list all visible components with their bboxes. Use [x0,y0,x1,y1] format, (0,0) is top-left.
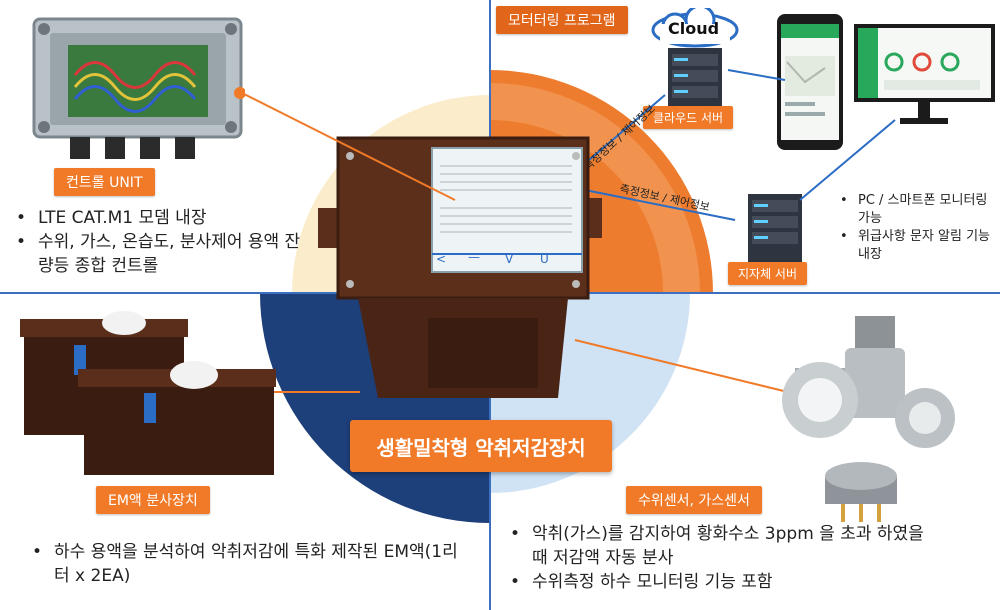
device-arrow-up: U [540,252,549,266]
sensors-bullets: •악취(가스)를 감지하여 황화수소 3ppm 을 초과 하였을 때 저감액 자… [508,522,928,594]
control-unit-bullets: •LTE CAT.M1 모뎀 내장 •수위, 가스, 온습도, 분사제어 용액 … [14,206,314,278]
em-device-bullets: •하수 용액을 분석하여 악취저감에 특화 제작된 EM액(1리터 x 2EA) [30,540,470,588]
monitor-icon [854,24,995,124]
bullet-icon: • [32,542,43,562]
em-device-tag: EM액 분사장치 [96,486,210,514]
sensors-bullet-1: •악취(가스)를 감지하여 황화수소 3ppm 을 초과 하였을 때 저감액 자… [510,524,924,568]
control-unit-image [32,17,245,159]
server-icon [748,194,802,262]
device-arrow-down: V [505,252,514,266]
smartphone-icon [777,14,843,150]
em-device-image [20,311,276,475]
monitoring-bullet-1: •PC / 스마트폰 모니터링 가능 [840,193,988,226]
cloud-label: Cloud [668,19,720,38]
control-unit-bullet-2: •수위, 가스, 온습도, 분사제어 용액 잔량등 종합 컨트롤 [16,232,301,276]
monitoring-tag: 모터터링 프로그램 [496,6,628,34]
bullet-icon: • [840,193,848,208]
center-title: 생활밀착형 악취저감장치 [350,420,612,472]
control-unit-bullet-1: •LTE CAT.M1 모뎀 내장 [16,208,207,228]
cloud-server-tag: 클라우드 서버 [643,106,734,129]
bullet-icon: • [840,229,848,244]
sensors-image [782,316,955,522]
monitoring-bullets: •PC / 스마트폰 모니터링 가능 •위급사항 문자 알림 기능 내장 [838,192,998,264]
local-server-tag: 지자체 서버 [728,262,808,285]
cloud-icon [651,8,739,48]
bullet-icon: • [16,208,27,228]
bullet-icon: • [510,524,521,544]
deodorizer-device-image [318,136,602,398]
bullet-icon: • [510,572,521,592]
device-dash: — [468,250,480,264]
em-device-bullet-1: •하수 용액을 분석하여 악취저감에 특화 제작된 EM액(1리터 x 2EA) [32,542,458,586]
bullet-icon: • [16,232,27,252]
device-arrow-left: < [436,252,447,266]
control-unit-tag: 컨트롤 UNIT [54,168,155,196]
sensors-tag: 수위센서, 가스센서 [626,486,762,514]
monitoring-bullet-2: •위급사항 문자 알림 기능 내장 [840,229,990,262]
local-server-image [748,194,802,262]
sensors-bullet-2: •수위측정 하수 모니터링 기능 포함 [510,572,773,592]
